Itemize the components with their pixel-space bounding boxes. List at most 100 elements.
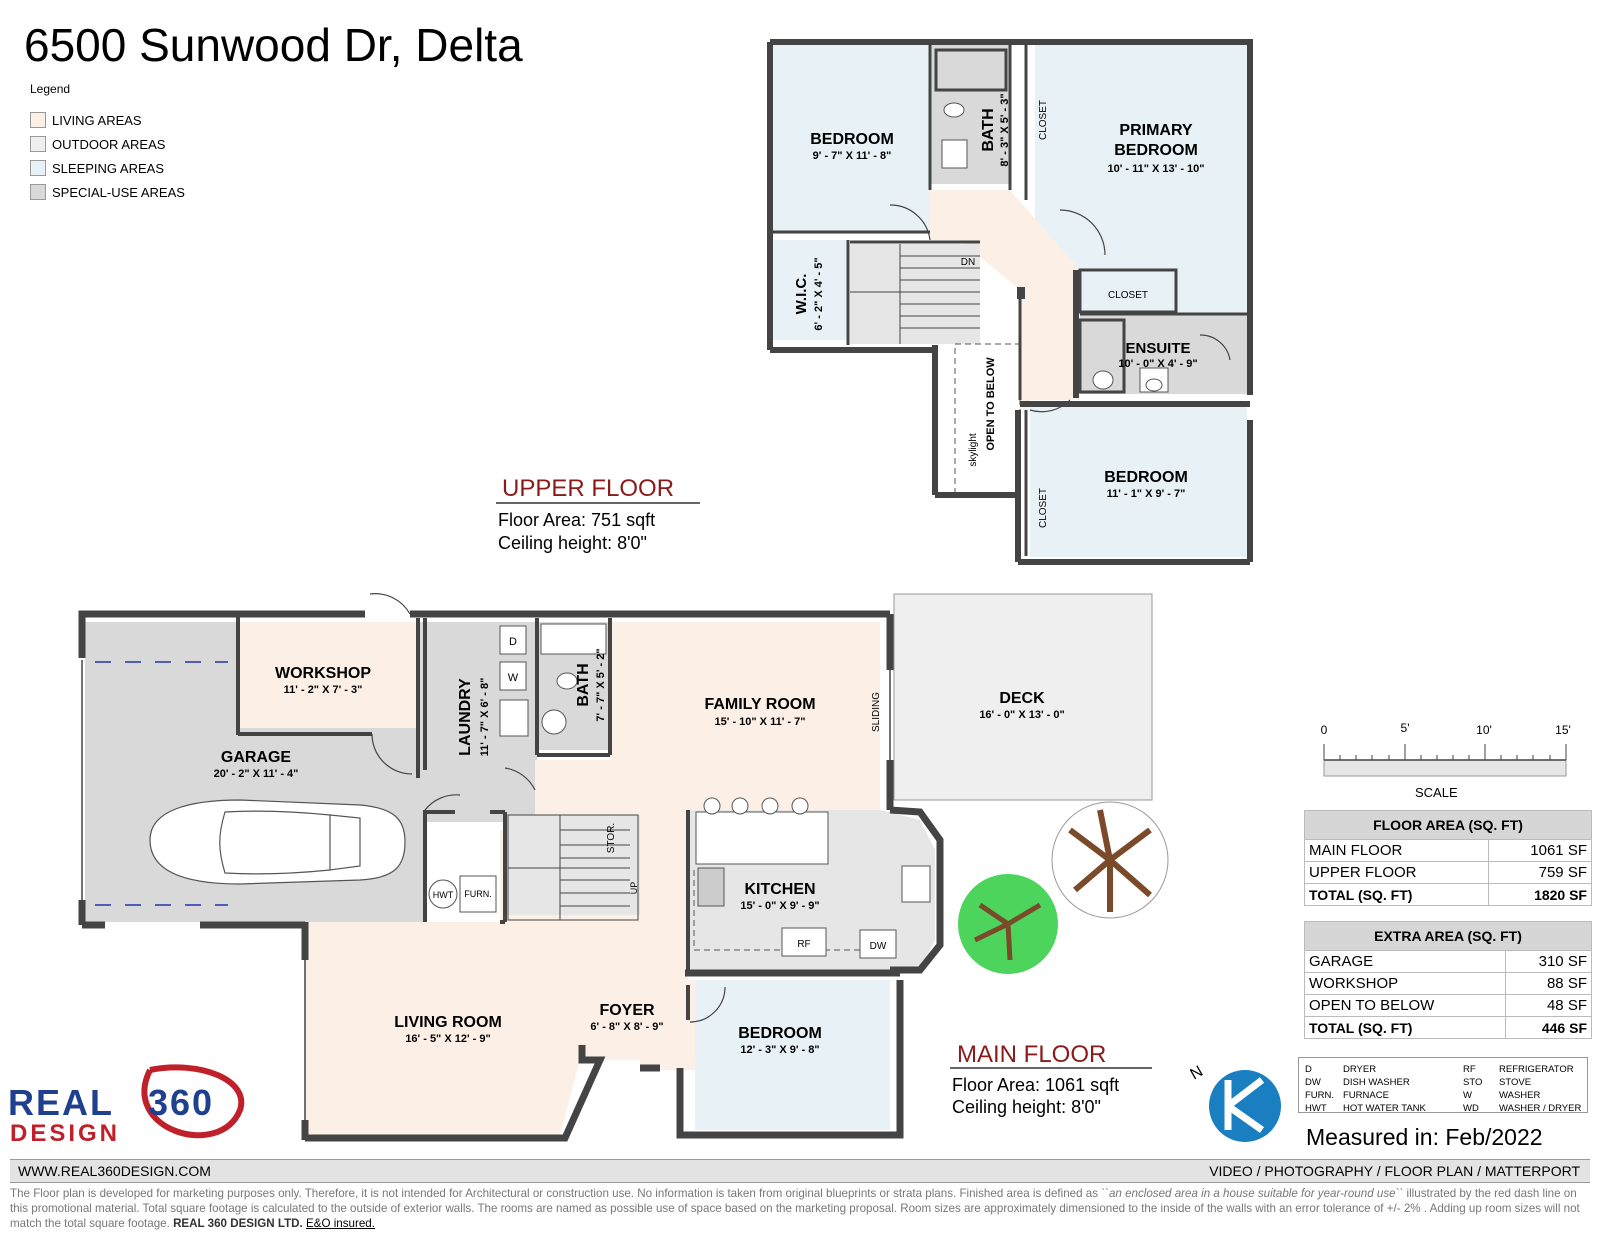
- room-garage-dims: 20' - 2" X 11' - 4": [214, 768, 299, 780]
- room-upper-closet1: CLOSET: [1038, 100, 1049, 140]
- legend: Legend LIVING AREAS OUTDOOR AREAS SLEEPI…: [30, 82, 185, 204]
- abbr-code: DW: [1305, 1077, 1321, 1088]
- room-foyer: FOYER: [599, 1002, 655, 1019]
- abbr-meaning: REFRIGERATOR: [1499, 1064, 1574, 1075]
- upper-floor-area: Floor Area: 751 sqft: [498, 510, 655, 530]
- abbr-meaning: DISH WASHER: [1343, 1077, 1410, 1088]
- hwt-label: HWT: [433, 890, 454, 900]
- north-label: N: [1188, 1063, 1207, 1084]
- room-garage: GARAGE: [221, 749, 292, 766]
- disclaimer-text-2: `` illustrated by the red dash line on t…: [10, 1187, 1580, 1230]
- room-workshop: WORKSHOP: [275, 665, 371, 682]
- room-upper-bath: BATH: [980, 108, 997, 151]
- room-living-dims: 16' - 5" X 12' - 9": [405, 1033, 490, 1045]
- fridge-label: RF: [797, 939, 810, 950]
- row-label: MAIN FLOOR: [1304, 839, 1489, 862]
- storage-label: STOR.: [606, 823, 617, 853]
- room-deck-dims: 16' - 0" X 13' - 0": [979, 709, 1064, 721]
- room-laundry: LAUNDRY: [457, 678, 474, 756]
- legend-swatch: [30, 160, 46, 176]
- room-main-bedroom: BEDROOM: [738, 1025, 822, 1042]
- room-main-bath-dims: 7' - 7" X 5' - 2": [595, 648, 607, 721]
- room-foyer-dims: 6' - 8" X 8' - 9": [590, 1021, 663, 1033]
- total-label: TOTAL (SQ. FT): [1303, 1016, 1507, 1039]
- main-floor: WORKSHOP 11' - 2" X 7' - 3" GARAGE 20' -…: [78, 593, 1169, 1142]
- scale-label: SCALE: [1415, 785, 1458, 800]
- stairs-up: UP: [629, 882, 639, 895]
- row-value: 1061 SF: [1487, 839, 1592, 862]
- room-upper-bedroom1-dims: 9' - 7" X 11' - 8": [813, 150, 892, 162]
- logo-real: REAL: [8, 1082, 114, 1123]
- room-wic: W.I.C.: [793, 274, 810, 315]
- legend-label: OUTDOOR AREAS: [52, 136, 166, 152]
- room-laundry-dims: 11' - 7" X 6' - 8": [479, 678, 491, 757]
- legend-item-living: LIVING AREAS: [30, 108, 185, 132]
- room-upper-bedroom2: BEDROOM: [1104, 469, 1188, 486]
- row-label: WORKSHOP: [1303, 972, 1507, 995]
- sliding-door: SLIDING: [871, 692, 882, 732]
- room-upper-bedroom1: BEDROOM: [810, 131, 894, 148]
- total-value: 446 SF: [1505, 1016, 1592, 1039]
- main-floor-area: Floor Area: 1061 sqft: [952, 1075, 1119, 1095]
- legend-title: Legend: [30, 82, 71, 96]
- room-workshop-dims: 11' - 2" X 7' - 3": [284, 684, 363, 696]
- furnace-label: FURN.: [464, 889, 492, 899]
- room-upper-closet2: CLOSET: [1108, 290, 1148, 301]
- abbr-meaning: DRYER: [1343, 1064, 1377, 1075]
- table-total-row: TOTAL (SQ. FT)1820 SF: [1304, 883, 1592, 906]
- abbr-meaning: FURNACE: [1343, 1090, 1389, 1101]
- abbr-code: FURN.: [1305, 1090, 1335, 1101]
- table-total-row: TOTAL (SQ. FT)446 SF: [1303, 1016, 1592, 1039]
- abbr-code: D: [1305, 1064, 1312, 1075]
- abbr-meaning: WASHER / DRYER: [1499, 1103, 1582, 1114]
- legend-label: SPECIAL-USE AREAS: [52, 184, 185, 200]
- legend-label: SLEEPING AREAS: [52, 160, 164, 176]
- legend-swatch: [30, 112, 46, 128]
- logo: REAL 360 DESIGN: [8, 1064, 245, 1147]
- row-label: OPEN TO BELOW: [1303, 994, 1507, 1017]
- abbr-meaning: STOVE: [1499, 1077, 1532, 1088]
- abbr-meaning: HOT WATER TANK: [1343, 1103, 1426, 1114]
- row-label: UPPER FLOOR: [1304, 861, 1489, 884]
- row-value: 759 SF: [1487, 861, 1592, 884]
- floor-area-header: FLOOR AREA (SQ. FT): [1304, 810, 1592, 840]
- stairs-dn: DN: [961, 257, 975, 268]
- room-kitchen: KITCHEN: [744, 881, 815, 898]
- room-primary-bedroom: PRIMARY: [1119, 122, 1193, 139]
- abbr-code: RF: [1463, 1064, 1476, 1075]
- room-deck: DECK: [999, 690, 1045, 707]
- disclaimer-text: The Floor plan is developed for marketin…: [10, 1187, 1109, 1200]
- legend-item-sleeping: SLEEPING AREAS: [30, 156, 185, 180]
- company-name: REAL 360 DESIGN LTD.: [173, 1217, 303, 1230]
- row-value: 310 SF: [1505, 950, 1592, 973]
- room-kitchen-dims: 15' - 0" X 9' - 9": [740, 900, 819, 912]
- website-link[interactable]: WWW.REAL360DESIGN.COM: [18, 1163, 211, 1179]
- room-upper-bedroom2-dims: 11' - 1" X 9' - 7": [1107, 488, 1186, 500]
- room-main-bath: BATH: [575, 663, 592, 706]
- insured-note: E&O insured.: [306, 1217, 375, 1230]
- row-value: 88 SF: [1505, 972, 1592, 995]
- room-wic-dims: 6' - 2" X 4' - 5": [813, 257, 825, 330]
- open-to-below: OPEN TO BELOW: [985, 357, 997, 451]
- room-upper-closet3: CLOSET: [1038, 488, 1049, 528]
- logo-design: DESIGN: [10, 1120, 120, 1147]
- scale-bar: 0 5' 10' 15': [1321, 721, 1571, 777]
- dryer-label: D: [509, 636, 517, 648]
- page-title: 6500 Sunwood Dr, Delta: [24, 19, 523, 71]
- scale-tick-0: 0: [1321, 723, 1328, 737]
- room-ensuite: ENSUITE: [1125, 340, 1190, 357]
- disclaimer-definition: an enclosed area in a house suitable for…: [1108, 1187, 1396, 1200]
- legend-swatch: [30, 136, 46, 152]
- total-label: TOTAL (SQ. FT): [1304, 883, 1489, 906]
- scale-tick-5: 5': [1401, 721, 1410, 735]
- tree-icon: [958, 801, 1169, 974]
- measured-date: Measured in: Feb/2022: [1306, 1124, 1543, 1150]
- room-primary-bedroom-2: BEDROOM: [1114, 142, 1198, 159]
- room-living: LIVING ROOM: [394, 1014, 502, 1031]
- logo-360: 360: [148, 1082, 214, 1123]
